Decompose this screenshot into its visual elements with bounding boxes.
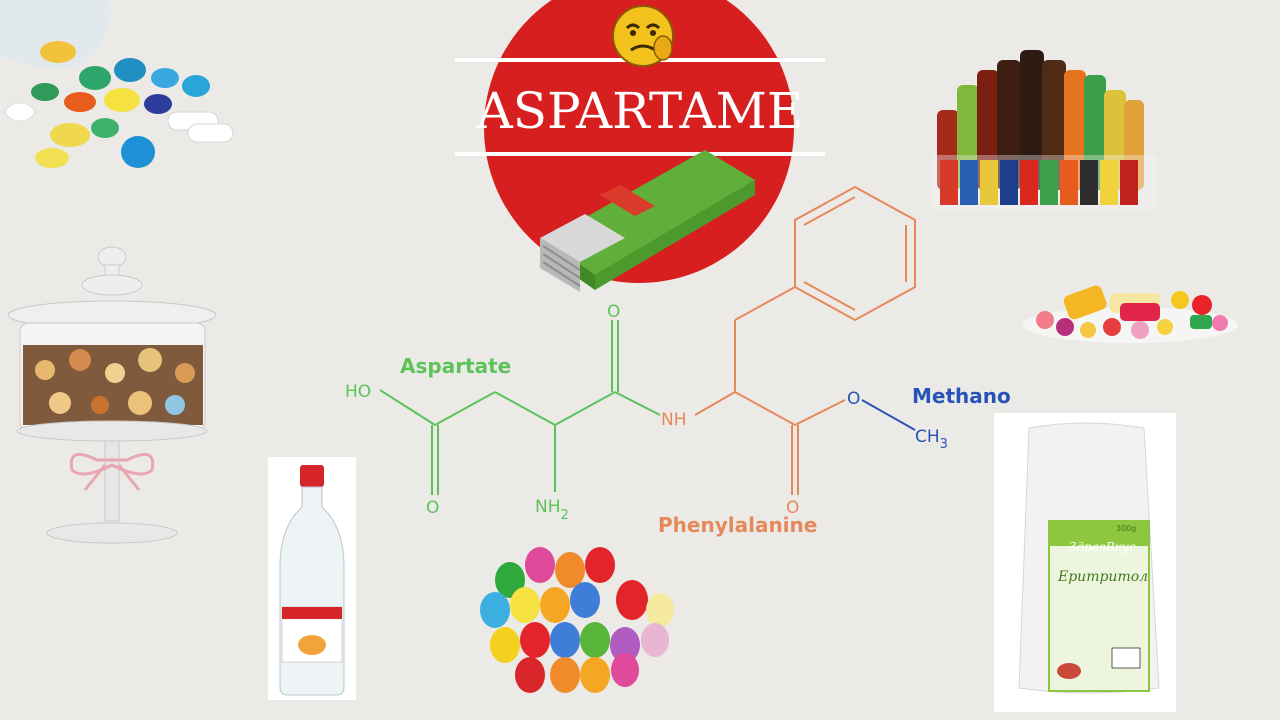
aspartame-logo: ASPARTAME — [455, 0, 825, 292]
gummy-bears-image — [480, 547, 674, 693]
soda-drinks-image — [932, 50, 1157, 210]
sweetener-name: Еритритол — [1058, 569, 1149, 585]
phenylalanine-fragment — [694, 185, 916, 495]
atom-o-top: O — [607, 302, 620, 322]
chewing-gum-icon — [540, 150, 755, 292]
atom-ho: HO — [345, 382, 371, 402]
label-aspartate: Aspartate — [400, 354, 511, 378]
atom-o-bottom-left: O — [426, 498, 439, 518]
pills-image — [0, 0, 234, 168]
disgusted-face-icon — [612, 5, 674, 67]
label-phenylalanine: Phenylalanine — [658, 513, 817, 537]
atom-o-bottom-right: O — [786, 498, 799, 518]
logo-title: ASPARTAME — [476, 82, 804, 140]
aspartate-fragment — [379, 320, 661, 495]
atom-nh: NH — [661, 410, 687, 430]
label-methanol: Methanol — [912, 384, 1010, 408]
candy-jar-image — [7, 246, 217, 544]
atom-ch3: CH3 — [915, 427, 948, 452]
sweetener-brand: ЗдравВкус — [1069, 540, 1136, 554]
bottle-image — [268, 457, 356, 700]
aspartame-molecule: HO O O NH2 NH O O CH3 Aspartate Phenylal… — [345, 185, 1010, 537]
logo-bottom-stripe — [455, 152, 825, 156]
plastic-bottle-icon — [279, 465, 345, 696]
atom-nh2: NH2 — [535, 497, 569, 523]
methanol-fragment — [861, 399, 916, 431]
atom-o-ester: O — [847, 389, 860, 409]
candies-image — [1022, 285, 1238, 343]
sweetener-pack-image: ЗдравВкус Еритритол 300g — [994, 413, 1176, 712]
sweetener-weight: 300g — [1116, 524, 1137, 533]
sweetener-bag-shape — [1018, 422, 1160, 694]
